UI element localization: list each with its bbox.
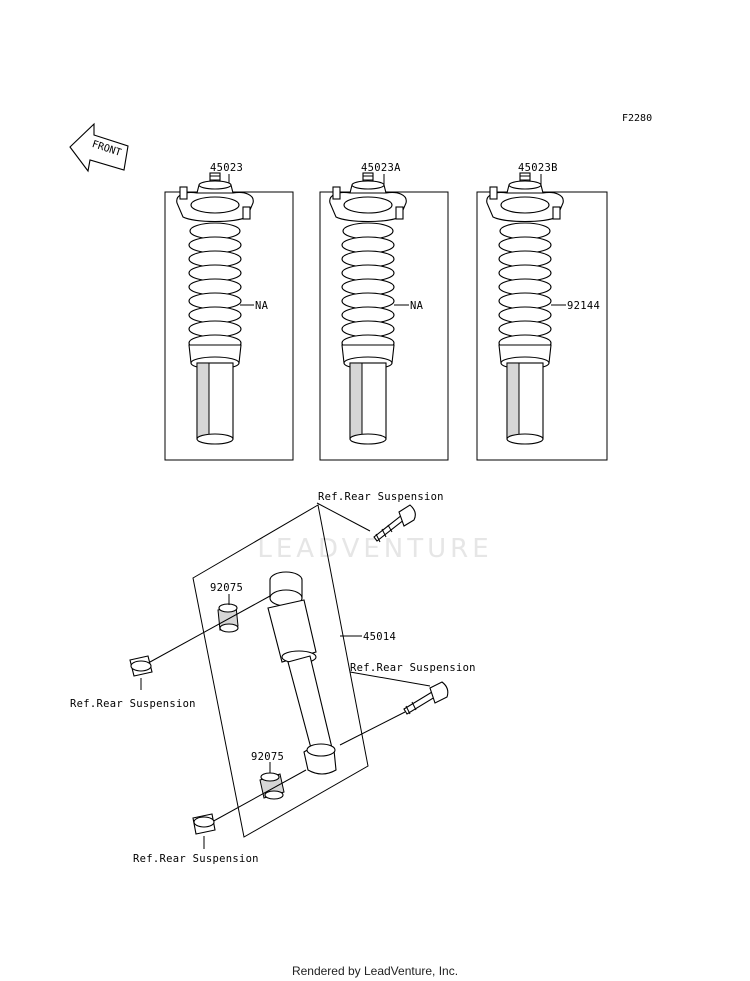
part-number: 45023B <box>518 162 558 174</box>
upper-bushing <box>217 603 239 633</box>
part-number: 45023A <box>361 162 401 174</box>
ref-lower-nut: Ref.Rear Suspension <box>133 853 259 865</box>
rear-shock-45014 <box>267 571 337 775</box>
watermark: LEADVENTURE <box>257 534 492 564</box>
spring-label: NA <box>410 300 424 312</box>
rear-group-frame <box>192 504 369 838</box>
figure-code: F2280 <box>622 113 652 124</box>
shock-assembly-45023b: 45023B 92144 <box>476 162 608 461</box>
lower-bushing <box>259 772 285 800</box>
lower-bolt <box>403 681 449 715</box>
spring-label: NA <box>255 300 269 312</box>
ref-upper-bolt: Ref.Rear Suspension <box>318 491 444 503</box>
bushing-lower-number: 92075 <box>251 751 284 763</box>
upper-nut <box>129 655 153 677</box>
upper-bolt <box>373 504 416 543</box>
lower-nut <box>192 813 216 835</box>
part-number: 45023 <box>210 162 243 174</box>
shock-assembly-45023a: 45023A NA <box>319 162 449 461</box>
shock-part-number: 45014 <box>363 631 396 643</box>
front-arrow-icon: FRONT <box>69 122 129 173</box>
rear-shock-group: Ref.Rear Suspension 45014 92075 <box>70 491 476 865</box>
shock-assembly-45023: 45023 NA <box>164 162 294 461</box>
ref-upper-nut: Ref.Rear Suspension <box>70 698 196 710</box>
bushing-upper-number: 92075 <box>210 582 243 594</box>
ref-lower-bolt: Ref.Rear Suspension <box>350 662 476 674</box>
spring-label: 92144 <box>567 300 600 312</box>
footer-credit: Rendered by LeadVenture, Inc. <box>292 964 458 978</box>
